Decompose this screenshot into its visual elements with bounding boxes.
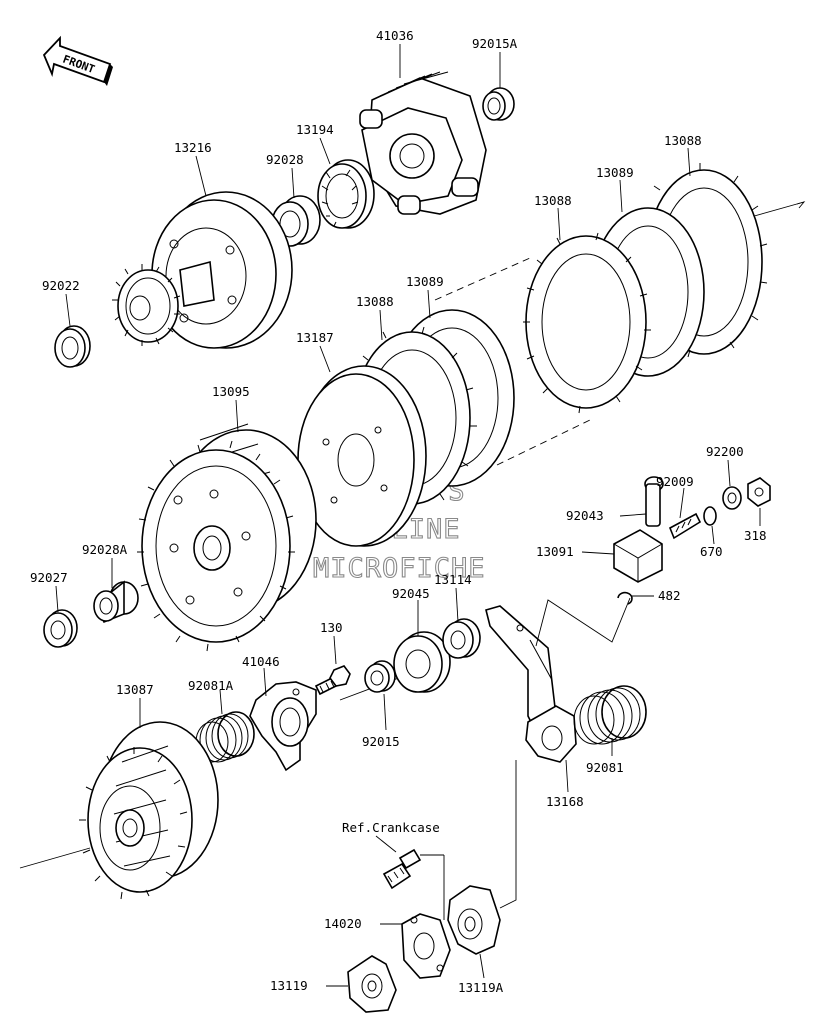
bearing-92045 (393, 631, 451, 693)
watermark-line-3: MICROFICHE (313, 553, 486, 584)
label-13088-mid: 13088 (534, 193, 572, 208)
label-13091: 13091 (536, 544, 574, 559)
clutch-housing-13095 (137, 423, 317, 652)
front-arrow-icon: FRONT (42, 35, 113, 86)
friction-plate-13088-mid (523, 232, 651, 414)
bushing-92015 (364, 660, 396, 693)
bearing-13194 (317, 159, 375, 229)
label-13194: 13194 (296, 122, 334, 137)
spring-holder-41046 (249, 681, 317, 772)
washer-92200 (722, 486, 742, 510)
pressure-plate-13187 (297, 365, 427, 547)
label-13087: 13087 (116, 682, 154, 697)
cam-plate-13119 (347, 955, 397, 1013)
label-13089-right: 13089 (596, 165, 634, 180)
spring-92081 (573, 685, 647, 745)
cam-leader-line (499, 760, 517, 909)
label-482: 482 (658, 588, 681, 603)
oring-670 (703, 506, 717, 526)
collar-92028A (93, 580, 139, 624)
label-13089-left: 13089 (406, 274, 444, 289)
label-92028: 92028 (266, 152, 304, 167)
label-92028A: 92028A (82, 542, 128, 557)
pin-92043 (644, 476, 664, 527)
label-92081: 92081 (586, 760, 624, 775)
label-13088-left: 13088 (356, 294, 394, 309)
label-13095: 13095 (212, 384, 250, 399)
spring-92081A (195, 711, 255, 763)
nut-13091 (613, 529, 663, 583)
label-41046: 41046 (242, 654, 280, 669)
label-92022: 92022 (42, 278, 80, 293)
label-92081A: 92081A (188, 678, 234, 693)
label-41036: 41036 (376, 28, 414, 43)
label-13088-right: 13088 (664, 133, 702, 148)
label-13119A: 13119A (458, 980, 504, 995)
label-13168: 13168 (546, 794, 584, 809)
part-number-labels: 41036 92015A 13194 13216 92028 13088 130… (30, 28, 767, 995)
washer-92022 (54, 325, 91, 368)
label-130: 130 (320, 620, 343, 635)
label-92015: 92015 (362, 734, 400, 749)
label-13216: 13216 (174, 140, 212, 155)
bushing-92015A (482, 87, 515, 121)
label-13114: 13114 (434, 572, 472, 587)
dowel-pin (382, 848, 422, 890)
release-cam-13168 (525, 705, 577, 763)
label-92009: 92009 (656, 474, 694, 489)
label-92027: 92027 (30, 570, 68, 585)
adjuster-92009 (668, 512, 702, 540)
label-670: 670 (700, 544, 723, 559)
cam-plate-13119A (447, 885, 501, 955)
label-13187: 13187 (296, 330, 334, 345)
label-92015A: 92015A (472, 36, 518, 51)
label-92045: 92045 (392, 586, 430, 601)
label-92200: 92200 (706, 444, 744, 459)
lever-leader-line (535, 597, 631, 647)
label-92043: 92043 (566, 508, 604, 523)
label-318: 318 (744, 528, 767, 543)
label-14020: 14020 (324, 916, 362, 931)
clutch-carrier-41036 (359, 71, 487, 215)
gasket-14020 (401, 913, 451, 979)
clutch-drum-13216 (112, 191, 293, 349)
label-leader-lines (55, 44, 761, 987)
clutch-hub-13087 (79, 721, 219, 900)
label-13119: 13119 (270, 978, 308, 993)
collar-13114 (442, 618, 481, 659)
washer-92027 (43, 609, 78, 648)
nut-318 (747, 477, 771, 507)
reference-note: Ref.Crankcase (342, 820, 440, 835)
bolt-130 (314, 665, 351, 696)
